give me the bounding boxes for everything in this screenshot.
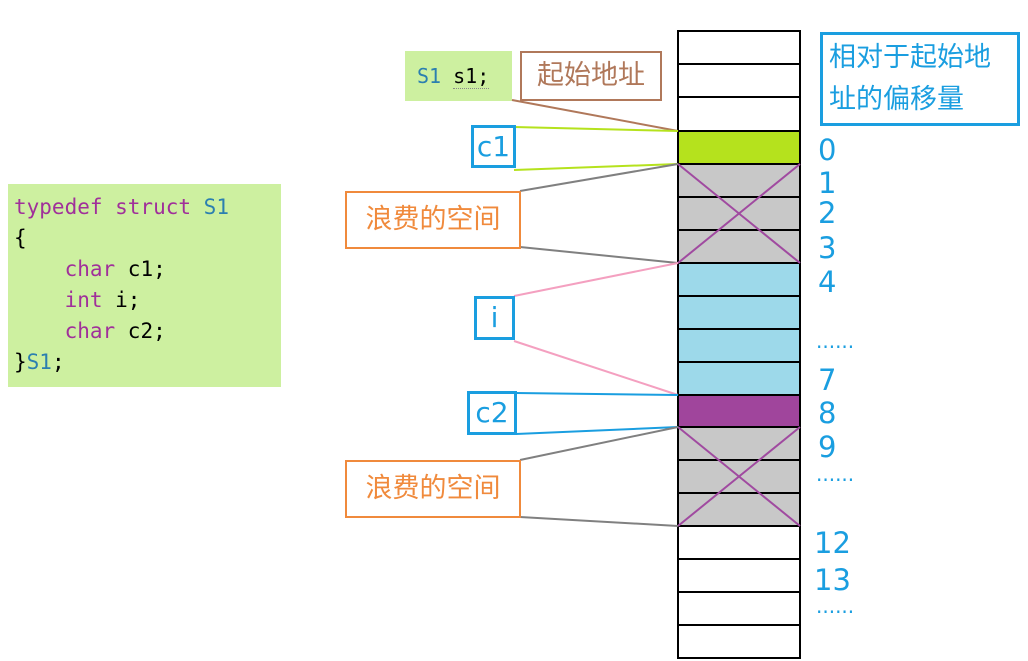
offset-label: 12: [814, 526, 851, 560]
i-line-bottom: [513, 340, 679, 396]
waste1-line-top: [519, 163, 679, 192]
waste-space-label: 浪费的空间: [345, 191, 521, 249]
memory-cell: [677, 30, 801, 65]
offset-ellipsis: ......: [816, 462, 855, 486]
waste1-line-bottom: [519, 246, 679, 264]
c2-line-top: [515, 392, 679, 396]
i-line-top: [513, 262, 679, 297]
memory-cell-waste: [677, 163, 801, 198]
start-address-label: 起始地址: [520, 51, 662, 101]
memory-cell: [677, 63, 801, 98]
waste-cross: [677, 163, 801, 527]
memory-cell-i: [677, 262, 801, 297]
memory-cell-i: [677, 295, 801, 330]
declaration-var: s1;: [453, 64, 490, 89]
memory-cell-waste: [677, 229, 801, 264]
memory-cell: [677, 525, 801, 560]
code-type: S1: [203, 195, 229, 219]
c1-line-top: [513, 126, 679, 132]
start-address-line: [511, 99, 679, 132]
waste2-line-bottom: [519, 516, 679, 527]
offset-title-line: 相对于起始地: [829, 42, 991, 73]
c1-label: c1: [471, 125, 516, 168]
code-keyword: int: [64, 288, 103, 312]
offset-ellipsis: ......: [816, 594, 855, 618]
offset-title: 相对于起始地 址的偏移量: [820, 32, 1020, 126]
memory-cell-c2: [677, 394, 801, 428]
code-type: S1: [26, 350, 52, 374]
declaration-box: S1 s1;: [405, 51, 512, 101]
memory-cell-waste: [677, 492, 801, 527]
offset-label: 7: [818, 363, 837, 397]
c2-line-bottom: [515, 426, 679, 435]
offset-label: 0: [818, 133, 837, 167]
memory-cell-i: [677, 361, 801, 396]
code-block: typedef struct S1 { char c1; int i; char…: [8, 184, 281, 387]
code-text: c1;: [115, 257, 166, 281]
declaration-type: S1: [417, 64, 442, 88]
c2-label: c2: [467, 391, 517, 435]
code-brace-open: {: [14, 226, 27, 250]
code-text: ;: [51, 350, 65, 374]
memory-cell: [677, 96, 801, 132]
i-label: i: [474, 296, 515, 340]
offset-label: 3: [818, 231, 837, 265]
c1-line-bottom: [513, 163, 679, 171]
code-keyword: typedef struct: [14, 195, 192, 219]
offset-label: 1: [818, 166, 837, 200]
offset-label: 2: [818, 196, 837, 230]
code-keyword: char: [64, 319, 116, 343]
code-text: c2;: [115, 319, 166, 343]
offset-label: 8: [818, 396, 837, 430]
offset-title-line: 址的偏移量: [829, 84, 964, 115]
memory-cell-waste: [677, 426, 801, 461]
offset-label: 4: [818, 265, 837, 299]
code-keyword: char: [64, 257, 116, 281]
offset-label: 13: [814, 563, 851, 597]
waste-space-label: 浪费的空间: [345, 460, 521, 518]
memory-cell: [677, 558, 801, 593]
code-text: i;: [102, 288, 141, 312]
memory-cell-i: [677, 328, 801, 363]
memory-cells: [677, 30, 801, 659]
code-brace-close: }: [14, 350, 27, 374]
memory-cell: [677, 591, 801, 626]
offset-ellipsis: ......: [816, 329, 855, 353]
memory-cell: [677, 624, 801, 659]
waste2-line-top: [519, 426, 679, 461]
memory-cell-c1: [677, 130, 801, 165]
offset-label: 9: [818, 430, 837, 464]
